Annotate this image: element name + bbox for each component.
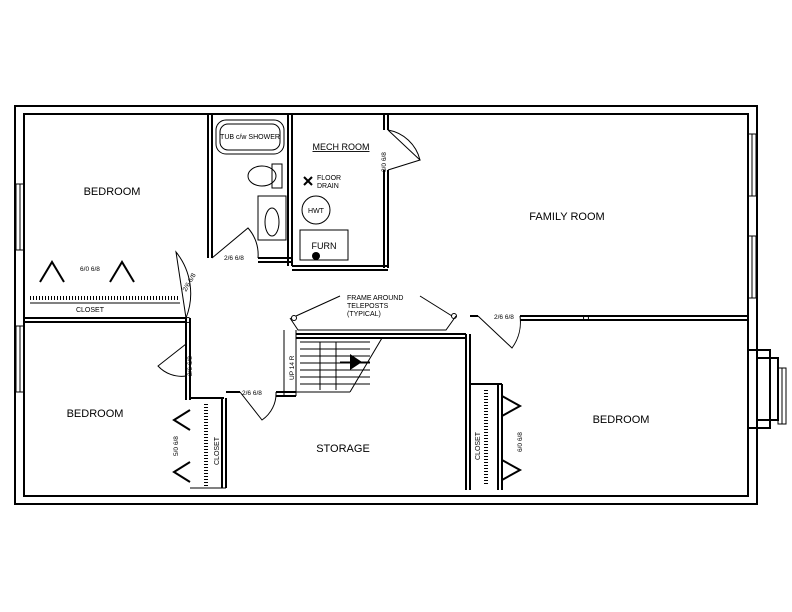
room-label-storage: STORAGE [316, 443, 370, 455]
door-label-mech: 3/0 6/8 [381, 152, 388, 172]
door-label-sw-bedroom: 2/6 6/8 [187, 356, 194, 376]
mechanical-fixtures [299, 176, 349, 261]
label-hwt: HWT [308, 208, 325, 215]
label-closet-nw: CLOSET [76, 307, 105, 314]
telepost-frame [185, 295, 589, 331]
swing-doors [157, 129, 521, 421]
label-floor-drain-2: DRAIN [317, 183, 339, 190]
label-teleposts-1: FRAME AROUND [347, 295, 403, 302]
door-label-e-closet: 6/0 6/8 [517, 432, 524, 452]
room-label-bedroom-nw: BEDROOM [84, 186, 141, 198]
door-label-sw-closet: 5/0 6/8 [173, 436, 180, 456]
label-closet-sw: CLOSET [214, 436, 221, 465]
label-tub: TUB c/w SHOWER [220, 134, 280, 141]
label-teleposts-2: TELEPOSTS [347, 303, 389, 310]
bifold-doors [39, 260, 523, 483]
label-stairs: UP 14 R [289, 355, 296, 380]
door-label-nw-closet: 6/0 6/8 [80, 266, 100, 273]
label-teleposts-3: (TYPICAL) [347, 311, 381, 318]
label-closet-e: CLOSET [475, 431, 482, 460]
exterior-walls [14, 105, 779, 505]
door-label-nw-bedroom: 2/6 6/8 [182, 272, 198, 293]
label-furnace: FURN [312, 241, 337, 251]
interior-walls [24, 114, 748, 490]
label-floor-drain-1: FLOOR [317, 175, 341, 182]
closet-shelving [30, 296, 488, 486]
room-label-bedroom-sw: BEDROOM [67, 408, 124, 420]
stairs [296, 337, 383, 393]
bathroom-fixtures [215, 119, 287, 241]
windows [15, 133, 787, 425]
room-label-family-room: FAMILY ROOM [529, 211, 604, 223]
room-label-mech-room: MECH ROOM [313, 142, 370, 152]
door-label-bath: 2/6 6/8 [224, 255, 244, 262]
door-label-storage: 2/6 6/8 [242, 390, 262, 397]
room-label-bedroom-e: BEDROOM [593, 414, 650, 426]
door-label-family: 2/6 6/8 [494, 314, 514, 321]
